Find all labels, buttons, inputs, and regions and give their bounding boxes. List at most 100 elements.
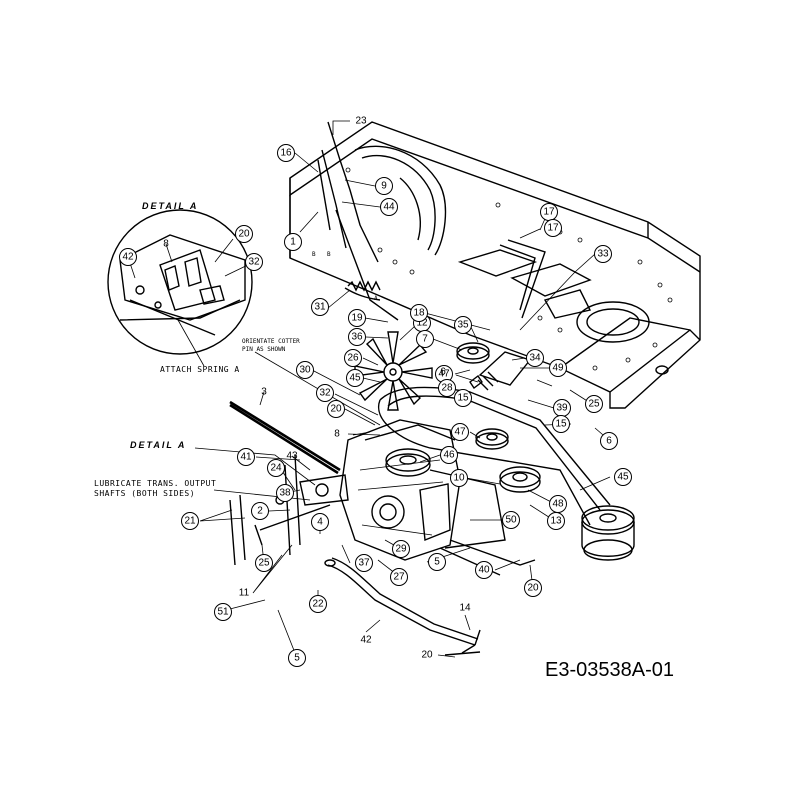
callout-number: 47 [438, 369, 450, 380]
callout-c45a: 45 [346, 369, 364, 387]
callout-number: 39 [556, 403, 568, 414]
callout-c21: 21 [181, 512, 199, 530]
callout-c32a: 32 [316, 384, 334, 402]
callout-circle [454, 316, 472, 334]
callout-circle [549, 359, 567, 377]
callout-circle [552, 415, 570, 433]
callout-circle [276, 484, 294, 502]
callout-c13: 13 [547, 512, 565, 530]
orientate-note-line2: PIN AS SHOWN [242, 346, 286, 353]
callout-number: 20 [421, 650, 433, 661]
callout-circle [475, 561, 493, 579]
callout-c8b: 8 [163, 239, 169, 250]
lubricate-note-line2: SHAFTS (BOTH SIDES) [94, 489, 195, 498]
callout-number: 33 [597, 249, 609, 260]
callout-circle [311, 298, 329, 316]
callout-circle [600, 432, 618, 450]
callout-number: 19 [351, 313, 363, 324]
callout-c2: 2 [251, 502, 269, 520]
callout-circle [585, 395, 603, 413]
callout-c6b: 6 [600, 432, 618, 450]
callout-circle [390, 568, 408, 586]
callout-number: 7 [422, 334, 428, 345]
callout-number: 11 [239, 588, 250, 599]
callout-number: 20 [238, 229, 250, 240]
callout-c34: 34 [526, 349, 544, 367]
callout-c17a: 17 [540, 203, 558, 221]
callout-number: 15 [555, 419, 567, 430]
fan-drawing [354, 331, 433, 411]
callout-circle [614, 468, 632, 486]
callout-number: 26 [347, 353, 359, 364]
callout-c5a: 5 [428, 553, 446, 571]
callout-c36: 36 [348, 328, 366, 346]
callout-number: 12 [416, 318, 428, 329]
callout-circle [526, 349, 544, 367]
callout-number: 42 [360, 635, 372, 646]
callout-number: 35 [457, 320, 469, 331]
callout-circle [450, 469, 468, 487]
detail-a-main-title: DETAIL A [130, 440, 186, 450]
callout-number: 4 [317, 517, 323, 528]
callout-number: 45 [617, 472, 629, 483]
callout-c6a: 6 [440, 367, 446, 378]
callout-c25a: 25 [585, 395, 603, 413]
callout-number: 14 [459, 603, 471, 614]
letter-mark-b1: B [312, 251, 316, 258]
callout-c11: 11 [239, 588, 250, 599]
callout-number: 38 [279, 488, 291, 499]
drawing-code: E3-03538A-01 [545, 659, 674, 681]
callout-circle [544, 219, 562, 237]
callout-number: 25 [588, 399, 600, 410]
callout-number: 32 [319, 388, 331, 399]
callout-number: 5 [294, 653, 300, 664]
callout-number: 34 [529, 353, 541, 364]
callout-c5b: 5 [288, 649, 306, 667]
linkage-drawing [317, 121, 546, 321]
orientate-note-line1: ORIENTATE COTTER [242, 338, 300, 345]
callout-circle [438, 379, 456, 397]
detail-a-inset: DETAIL A [107, 201, 253, 355]
callout-c15a: 15 [454, 389, 472, 407]
callout-circle [344, 349, 362, 367]
attach-spring-leader [177, 319, 205, 367]
lubricate-note-line1: LUBRICATE TRANS. OUTPUT [94, 479, 216, 488]
callout-circle [255, 554, 273, 572]
callout-circle [284, 233, 302, 251]
callout-number: 20 [330, 404, 342, 415]
callout-c18: 18 [410, 304, 428, 322]
callout-circle [502, 511, 520, 529]
callout-circle [524, 579, 542, 597]
callout-circle [277, 144, 295, 162]
callout-c41: 41 [237, 448, 255, 466]
callout-circle [348, 309, 366, 327]
callout-c40: 40 [475, 561, 493, 579]
callout-number: 6 [606, 436, 612, 447]
callout-circle [428, 553, 446, 571]
callout-c27: 27 [390, 568, 408, 586]
callout-number: 6 [440, 367, 446, 378]
callout-c45b: 45 [614, 468, 632, 486]
callout-number: 43 [286, 451, 298, 462]
callout-circle [311, 513, 329, 531]
callout-c20a: 20 [327, 400, 345, 418]
callout-number: 46 [443, 450, 455, 461]
callout-circle [410, 304, 428, 322]
callout-c48: 48 [549, 495, 567, 513]
callout-circle [375, 177, 393, 195]
callout-number: 2 [257, 506, 263, 517]
callout-c25b: 25 [255, 554, 273, 572]
callout-c35: 35 [454, 316, 472, 334]
callout-c4: 4 [311, 513, 329, 531]
callout-circle [440, 446, 458, 464]
callout-circle [288, 649, 306, 667]
callout-number: 3 [261, 387, 267, 398]
callout-circle [380, 198, 398, 216]
callout-c42i: 42 [119, 248, 137, 266]
callout-circle [594, 245, 612, 263]
callout-circle [451, 423, 469, 441]
callout-number: 9 [381, 181, 387, 192]
callout-circle [237, 448, 255, 466]
callout-number: 50 [505, 515, 517, 526]
callout-c29: 29 [392, 540, 410, 558]
